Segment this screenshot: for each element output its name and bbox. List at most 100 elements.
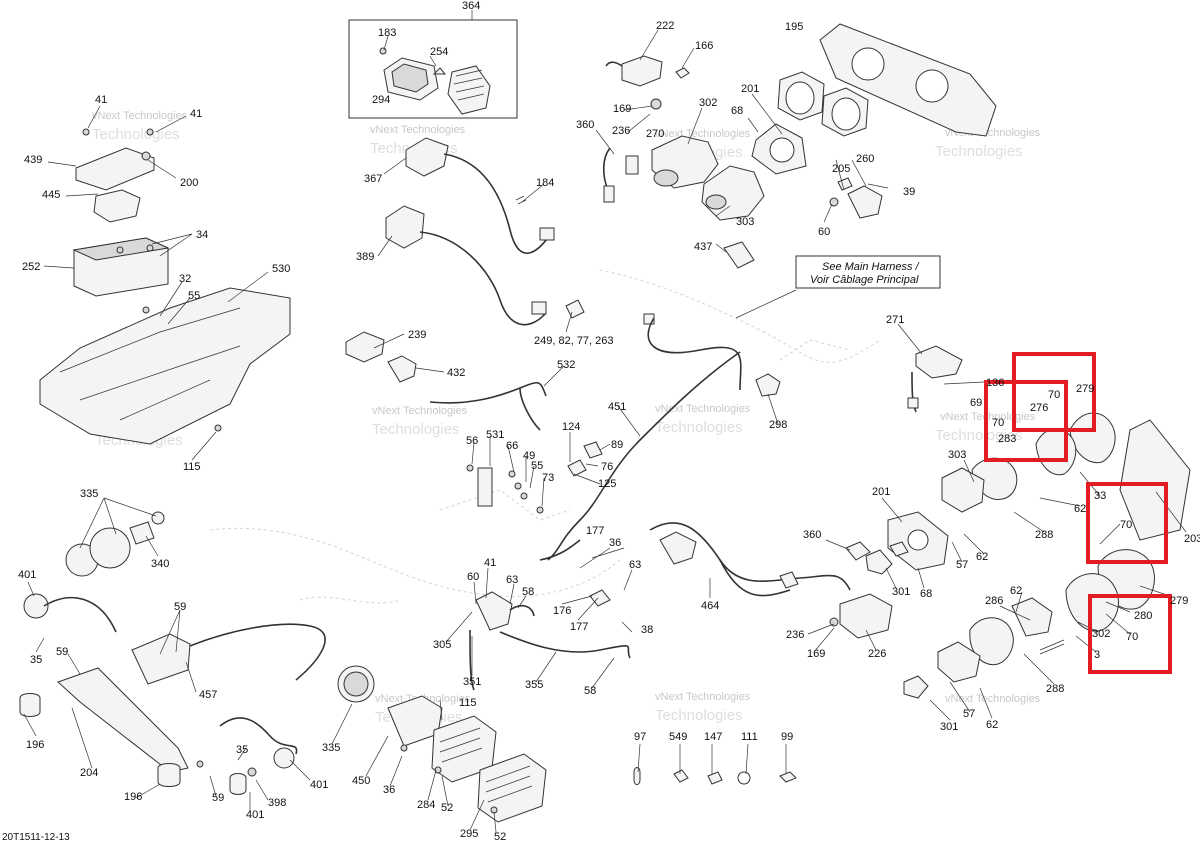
- part-label: 249, 82, 77, 263: [534, 335, 614, 347]
- part-label: 99: [781, 731, 793, 743]
- part-label: 183: [378, 27, 396, 39]
- part-label: 34: [196, 229, 208, 241]
- part-label: 355: [525, 679, 543, 691]
- leader-lines: [23, 29, 1187, 833]
- watermarks: vNext Technologies Technologies vNext Te…: [92, 110, 1041, 726]
- part-label: 276: [1030, 402, 1048, 414]
- part-label: 89: [611, 439, 623, 451]
- part-label: 177: [570, 621, 588, 633]
- part-label: 136: [986, 377, 1004, 389]
- part-label: 115: [459, 697, 477, 709]
- part-label: 59: [212, 792, 224, 804]
- part-label: 201: [872, 486, 890, 498]
- part-label: 364: [462, 0, 480, 12]
- part-label: 439: [24, 154, 42, 166]
- watermark: vNext Technologies: [945, 693, 1041, 705]
- part-label: 39: [903, 186, 915, 198]
- part-label: 33: [1094, 490, 1106, 502]
- lower-left-lights: [19, 511, 375, 795]
- part-label: 68: [731, 105, 743, 117]
- highlight-box: [1086, 482, 1168, 564]
- part-label: 340: [151, 558, 169, 570]
- part-label: 59: [56, 646, 68, 658]
- part-label: 302: [699, 97, 717, 109]
- part-label: 62: [1074, 503, 1086, 515]
- watermark: vNext Technologies: [92, 110, 188, 122]
- part-label: 49: [523, 450, 535, 462]
- part-label: 288: [1046, 683, 1064, 695]
- watermark: Technologies: [372, 421, 460, 438]
- part-label: 3: [1094, 649, 1100, 661]
- part-label: 445: [42, 189, 60, 201]
- part-label: 288: [1035, 529, 1053, 541]
- part-label: 367: [364, 173, 382, 185]
- part-label: 286: [985, 595, 1003, 607]
- part-label: 76: [601, 461, 613, 473]
- part-label: 73: [542, 472, 554, 484]
- part-label: 57: [963, 708, 975, 720]
- part-label: 204: [80, 767, 98, 779]
- right-lower-cluster: [903, 549, 1155, 699]
- part-label: 70: [1048, 389, 1060, 401]
- part-label: 254: [430, 46, 448, 58]
- part-label: 351: [463, 676, 481, 688]
- part-label: 401: [246, 809, 264, 821]
- part-label: 226: [868, 648, 886, 660]
- part-label: 279: [1170, 595, 1188, 607]
- part-label: 464: [701, 600, 719, 612]
- part-label: 294: [372, 94, 390, 106]
- upper-middle-harnesses: [345, 137, 755, 431]
- part-label: 283: [998, 433, 1016, 445]
- watermark: vNext Technologies: [372, 405, 468, 417]
- part-label: 196: [124, 791, 142, 803]
- part-label: 196: [26, 739, 44, 751]
- battery-cluster: [39, 128, 291, 445]
- part-label: 52: [494, 831, 506, 843]
- note-line-1: See Main Harness /: [822, 261, 920, 273]
- part-label: 125: [598, 478, 616, 490]
- part-label: 59: [174, 601, 186, 613]
- part-label: 398: [268, 797, 286, 809]
- watermark: Technologies: [935, 143, 1023, 160]
- watermark: vNext Technologies: [655, 128, 751, 140]
- part-label: 66: [506, 440, 518, 452]
- part-label: 236: [786, 629, 804, 641]
- right-upper-cluster: [907, 345, 1191, 541]
- part-label: 57: [956, 559, 968, 571]
- see-main-harness-note: See Main Harness / Voir Câblage Principa…: [795, 255, 941, 289]
- part-label: 35: [236, 744, 248, 756]
- part-label: 169: [807, 648, 825, 660]
- watermark: vNext Technologies: [370, 124, 466, 136]
- part-label: 35: [30, 654, 42, 666]
- part-label: 195: [785, 21, 803, 33]
- part-label: 60: [467, 571, 479, 583]
- part-label: 301: [892, 586, 910, 598]
- part-label: 270: [646, 128, 664, 140]
- part-label: 401: [18, 569, 36, 581]
- part-label: 58: [522, 586, 534, 598]
- part-label: 295: [460, 828, 478, 840]
- part-label: 41: [484, 557, 496, 569]
- part-label: 62: [1010, 585, 1022, 597]
- part-label: 32: [179, 273, 191, 285]
- group-364: [348, 10, 518, 119]
- part-label: 70: [1120, 519, 1132, 531]
- part-label: 41: [190, 108, 202, 120]
- watermark: Technologies: [655, 707, 743, 724]
- part-label: 549: [669, 731, 687, 743]
- part-label: 531: [486, 429, 504, 441]
- part-label: 303: [736, 216, 754, 228]
- part-label: 111: [741, 731, 758, 743]
- part-label: 36: [383, 784, 395, 796]
- part-label: 530: [272, 263, 290, 275]
- part-label: 58: [584, 685, 596, 697]
- part-label: 62: [976, 551, 988, 563]
- part-label: 236: [612, 125, 630, 137]
- top-right-cluster: [602, 23, 997, 221]
- part-label: 68: [920, 588, 932, 600]
- part-labels: 364 183 254 294 222 166 195 201 169 302 …: [18, 0, 1200, 843]
- note-line-2: Voir Câblage Principal: [810, 274, 919, 286]
- part-label: 55: [531, 460, 543, 472]
- part-label: 280: [1134, 610, 1152, 622]
